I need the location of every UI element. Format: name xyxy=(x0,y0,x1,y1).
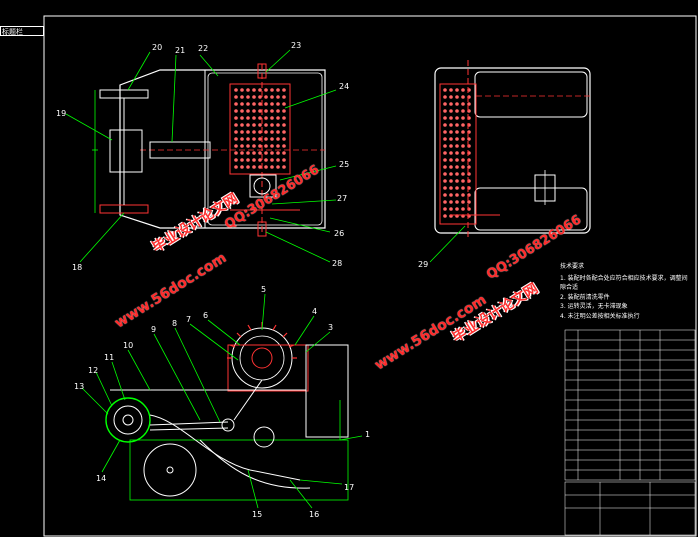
callout-18: 18 xyxy=(72,263,82,272)
technical-notes: 技术要求 1. 装配时各配合处应符合相应技术要求，调整间隙合适 2. 装配前清洗… xyxy=(560,262,690,321)
note-item: 1. 装配时各配合处应符合相应技术要求，调整间隙合适 xyxy=(560,274,688,292)
callout-4: 4 xyxy=(312,307,317,316)
callout-11: 11 xyxy=(104,353,114,362)
callout-29: 29 xyxy=(418,260,428,269)
side-view xyxy=(429,60,591,263)
callout-7: 7 xyxy=(186,315,191,324)
callout-17: 17 xyxy=(344,483,354,492)
note-item: 2. 装配前清洗零件 xyxy=(560,293,610,301)
callout-23: 23 xyxy=(291,41,301,50)
callout-28: 28 xyxy=(332,259,342,268)
parts-list xyxy=(564,329,696,536)
front-leaders xyxy=(81,293,363,509)
callout-6: 6 xyxy=(203,311,208,320)
top-view xyxy=(92,63,326,237)
callout-12: 12 xyxy=(88,366,98,375)
callout-8: 8 xyxy=(172,319,177,328)
top-leaders xyxy=(65,49,337,263)
note-item: 3. 运转灵活，无卡滞现象 xyxy=(560,303,628,310)
callout-21: 21 xyxy=(175,46,185,55)
callout-20: 20 xyxy=(152,43,162,52)
callout-26: 26 xyxy=(334,229,344,238)
callout-24: 24 xyxy=(339,82,349,91)
callout-19: 19 xyxy=(56,109,66,118)
callout-9: 9 xyxy=(151,325,156,334)
callout-13: 13 xyxy=(74,382,84,391)
callout-14: 14 xyxy=(96,474,106,483)
callout-10: 10 xyxy=(123,341,133,350)
notes-heading: 技术要求 xyxy=(560,263,585,270)
sheet-title-tag: 标题栏 xyxy=(0,26,44,36)
callout-25: 25 xyxy=(339,160,349,169)
callout-1: 1 xyxy=(365,430,370,439)
callout-15: 15 xyxy=(252,510,262,519)
callout-5: 5 xyxy=(261,285,266,294)
callout-16: 16 xyxy=(309,510,319,519)
note-item: 4. 未注明公差按相关标准执行 xyxy=(560,312,640,320)
callout-3: 3 xyxy=(328,323,333,332)
callout-labels: 20 21 22 23 24 19 25 27 26 28 18 29 5 4 … xyxy=(56,41,428,519)
sieve-holes xyxy=(234,88,286,169)
callout-27: 27 xyxy=(337,194,347,203)
front-view xyxy=(105,322,349,501)
sheet-border xyxy=(43,15,697,537)
callout-22: 22 xyxy=(198,44,208,53)
gear-teeth xyxy=(227,322,297,359)
